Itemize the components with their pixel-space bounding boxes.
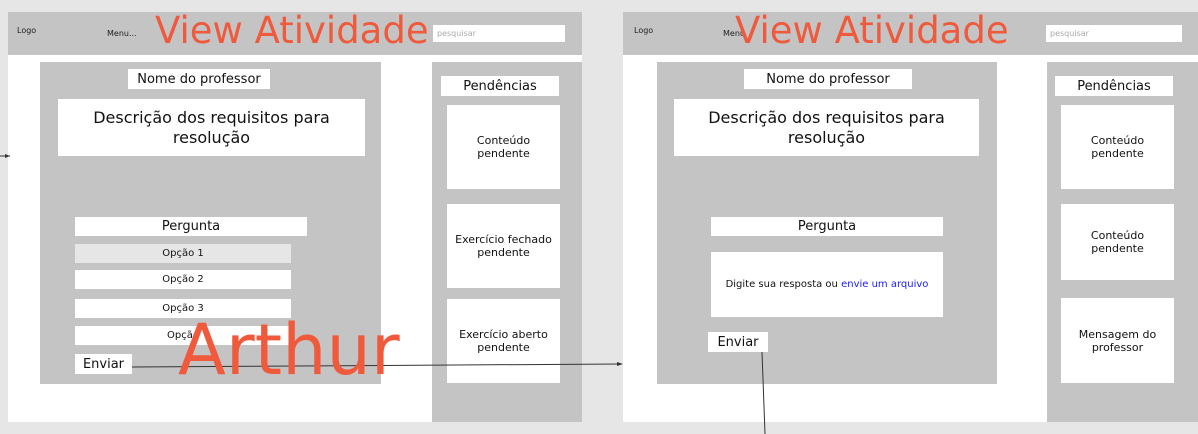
left-question: Pergunta: [75, 217, 307, 236]
flow-arrow-line: [131, 363, 622, 368]
right-search-input[interactable]: pesquisar: [1046, 25, 1182, 42]
left-teacher-name: Nome do professor: [128, 69, 270, 89]
left-description: Descrição dos requisitos para resolução: [58, 99, 365, 156]
flow-arrow-head: [617, 362, 623, 366]
right-answer-box[interactable]: Digite sua resposta ou envie um arquivo: [711, 252, 943, 317]
right-answer-text: Digite sua resposta ou: [725, 279, 838, 290]
left-logo: Logo: [17, 26, 37, 35]
left-search-placeholder: pesquisar: [437, 29, 476, 38]
left-pending-card-3[interactable]: Exercício aberto pendente: [447, 299, 560, 383]
right-view-title: View Atividade: [735, 9, 1009, 52]
left-view-title: View Atividade: [155, 9, 429, 52]
left-option-3[interactable]: Opção 3: [75, 299, 291, 318]
right-submit-button[interactable]: Enviar: [708, 332, 768, 352]
right-pending-card-3[interactable]: Mensagem do professor: [1061, 298, 1174, 383]
arthur-annotation: Arthur: [178, 309, 400, 391]
left-pending-card-1[interactable]: Conteúdo pendente: [447, 105, 560, 189]
right-question: Pergunta: [711, 217, 943, 236]
right-pending-card-1[interactable]: Conteúdo pendente: [1061, 105, 1174, 189]
left-pending-header: Pendências: [441, 76, 559, 96]
right-description: Descrição dos requisitos para resolução: [674, 99, 979, 156]
right-pending-header: Pendências: [1055, 76, 1173, 96]
left-pending-card-2[interactable]: Exercício fechado pendente: [447, 204, 560, 288]
left-option-4[interactable]: Opção: [75, 326, 291, 345]
left-menu[interactable]: Menu...: [107, 29, 137, 38]
outgoing-line: [761, 351, 766, 434]
left-search-input[interactable]: pesquisar: [433, 25, 565, 42]
right-teacher-name: Nome do professor: [744, 69, 912, 89]
right-search-placeholder: pesquisar: [1050, 29, 1089, 38]
left-option-2[interactable]: Opção 2: [75, 270, 291, 289]
right-pending-card-2[interactable]: Conteúdo pendente: [1061, 204, 1174, 280]
right-menu[interactable]: Menu: [723, 29, 745, 38]
right-logo: Logo: [634, 26, 654, 35]
right-upload-link[interactable]: envie um arquivo: [841, 279, 929, 290]
incoming-arrow-head: [5, 154, 10, 158]
left-submit-button[interactable]: Enviar: [75, 354, 132, 374]
left-option-1[interactable]: Opção 1: [75, 244, 291, 263]
